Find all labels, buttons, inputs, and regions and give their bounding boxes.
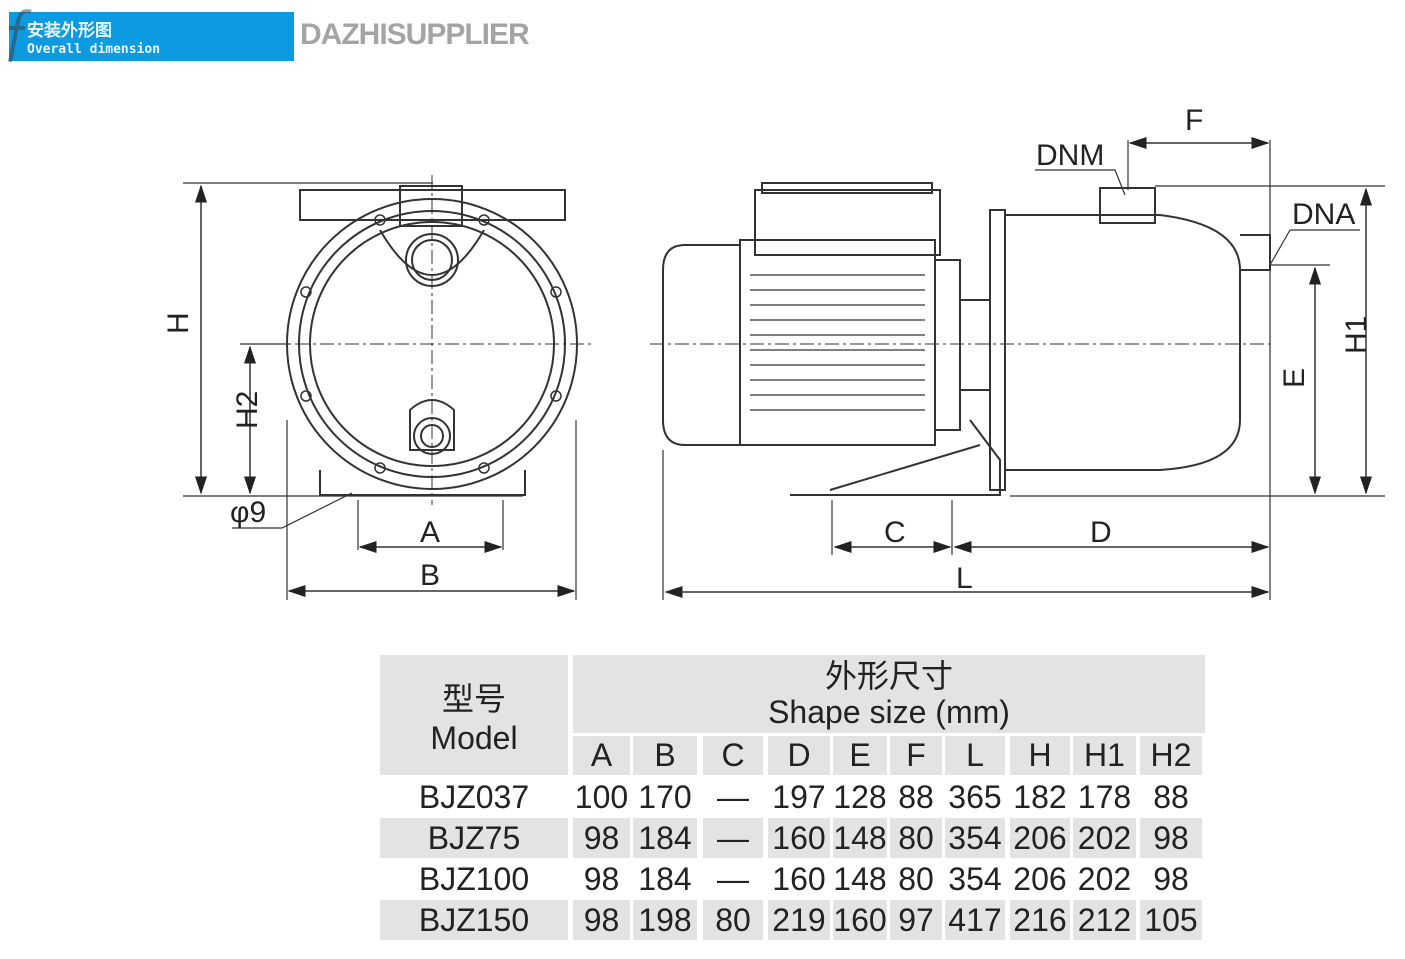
value-cell: 128 [833, 778, 887, 815]
value-cell: 98 [583, 860, 620, 897]
value-cell: 160 [772, 860, 826, 897]
value-cell: 98 [573, 818, 630, 858]
value-cell: 97 [890, 900, 942, 940]
dim-label-dna: DNA [1292, 198, 1355, 231]
column-header: F [890, 736, 942, 775]
value-cell: 206 [1010, 818, 1070, 858]
column-header: H2 [1140, 736, 1202, 775]
value-cell: 170 [638, 778, 692, 815]
value-cell: 212 [1073, 900, 1136, 940]
column-header: E [833, 736, 887, 775]
dim-label-b: B [420, 559, 440, 592]
value-cell: 219 [768, 900, 830, 940]
value-cell: 98 [1140, 818, 1202, 858]
column-header: B [633, 736, 697, 775]
value-cell: 354 [948, 860, 1002, 897]
size-header-en: Shape size (mm) [768, 694, 1010, 730]
value-cell: 160 [833, 900, 887, 940]
value-cell: 202 [1077, 860, 1132, 897]
column-header: H [1010, 736, 1070, 775]
value-cell: 80 [898, 860, 934, 897]
value-cell: — [717, 860, 749, 897]
dim-label-h2: H2 [231, 391, 264, 429]
dim-label-l: L [956, 562, 973, 595]
value-cell: 417 [945, 900, 1005, 940]
model-header-cn: 型号 [441, 680, 506, 717]
column-header: H1 [1073, 736, 1136, 775]
value-cell: 184 [638, 860, 692, 897]
value-cell: 98 [573, 900, 630, 940]
value-cell: — [703, 818, 763, 858]
dim-label-e: E [1278, 368, 1311, 388]
value-cell: 160 [768, 818, 830, 858]
dim-label-phi9: φ9 [230, 496, 266, 529]
dim-label-h1: H1 [1340, 316, 1373, 354]
value-cell: 80 [703, 900, 763, 940]
value-cell: 80 [890, 818, 942, 858]
model-cell: BJZ150 [380, 900, 568, 940]
value-cell: 178 [1077, 778, 1132, 815]
banner-title-cn: 安装外形图 [27, 21, 112, 41]
value-cell: 198 [633, 900, 697, 940]
value-cell: 184 [633, 818, 697, 858]
value-cell: 88 [898, 778, 934, 815]
dim-label-dnm: DNM [1036, 139, 1104, 172]
value-cell: 88 [1153, 778, 1189, 815]
value-cell: 105 [1140, 900, 1202, 940]
side-view [650, 137, 1385, 600]
dim-label-d: D [1090, 516, 1112, 549]
value-cell: — [717, 778, 749, 815]
size-header-cn: 外形尺寸 [824, 658, 953, 694]
value-cell: 216 [1010, 900, 1070, 940]
model-header-en: Model [430, 719, 518, 756]
column-header: L [945, 736, 1005, 775]
dim-label-f: F [1185, 104, 1203, 137]
dim-label-h: H [162, 312, 195, 334]
value-cell: 98 [1153, 860, 1189, 897]
model-cell: BJZ75 [380, 818, 568, 858]
value-cell: 197 [772, 778, 826, 815]
model-cell: BJZ037 [418, 778, 530, 815]
column-header: D [768, 736, 830, 775]
column-header: C [703, 736, 763, 775]
value-cell: 354 [945, 818, 1005, 858]
header-banner: 安装外形图 Overall dimension [8, 9, 294, 63]
watermark-logo-icon [8, 9, 32, 63]
value-cell: 365 [948, 778, 1002, 815]
value-cell: 148 [833, 860, 887, 897]
watermark-text: DAZHISUPPLIER [300, 18, 530, 51]
front-view [183, 175, 595, 600]
value-cell: 148 [833, 818, 887, 858]
value-cell: 100 [574, 778, 629, 815]
value-cell: 202 [1073, 818, 1136, 858]
value-cell: 182 [1013, 778, 1067, 815]
pump-dimension-drawing: H H2 φ9 A B DNM F DNA H1 E C D L [162, 104, 1385, 600]
column-header: A [573, 736, 630, 775]
dim-label-c: C [884, 516, 906, 549]
banner-title-en: Overall dimension [27, 42, 161, 57]
model-cell: BJZ100 [418, 860, 530, 897]
dim-label-a: A [420, 516, 440, 549]
value-cell: 206 [1013, 860, 1067, 897]
